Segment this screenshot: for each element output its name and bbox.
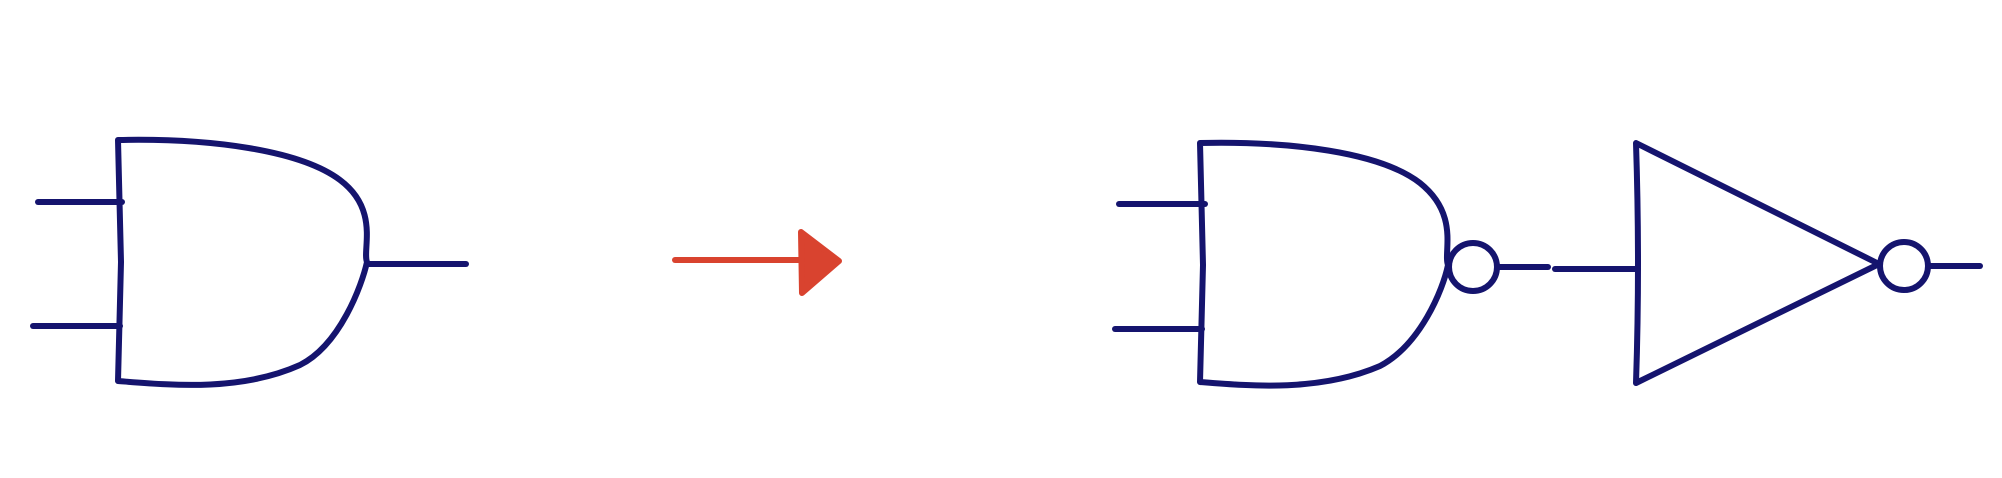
not-gate-triangle (1633, 140, 1882, 386)
not-gate (1552, 140, 1983, 386)
and-gate (30, 136, 469, 388)
not-gate-inversion-bubble (1877, 239, 1931, 293)
transform-arrow (672, 229, 842, 296)
arrow-head (798, 229, 842, 296)
nand-gate-body (1197, 139, 1451, 389)
nand-gate (1112, 139, 1551, 389)
and-gate-body (115, 136, 370, 388)
nand-gate-inversion-bubble (1446, 240, 1500, 294)
